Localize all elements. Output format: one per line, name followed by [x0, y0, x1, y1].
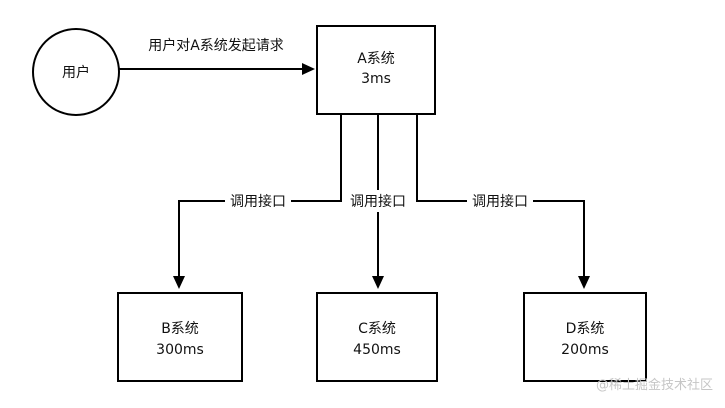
watermark-text: @稀土掘金技术社区 [596, 377, 713, 393]
system-d-node: D系统 200ms [523, 292, 647, 382]
user-node-circle [32, 28, 120, 116]
system-c-box [316, 292, 438, 382]
call-arrowhead-c [372, 276, 384, 289]
system-c-time: 450ms [353, 342, 401, 358]
system-b-node: B系统 300ms [117, 292, 243, 382]
call-label-b: 调用接口 [230, 193, 286, 210]
call-label-bg-c [345, 190, 411, 212]
request-arrow: 用户对A系统发起请求 [119, 37, 315, 75]
user-node: 用户 [32, 28, 120, 116]
call-label-bg-d [467, 190, 533, 212]
system-c-node: C系统 450ms [316, 292, 438, 382]
call-arrowhead-d [578, 276, 590, 289]
system-c-name: C系统 [358, 321, 396, 337]
system-a-time: 3ms [361, 71, 391, 87]
user-label: 用户 [62, 64, 90, 81]
request-arrowhead [302, 63, 315, 75]
call-label-bg-b [225, 190, 291, 212]
call-label-d: 调用接口 [472, 193, 528, 210]
system-d-box [523, 292, 647, 382]
call-label-c: 调用接口 [350, 193, 406, 210]
call-arrow-b: 调用接口 [173, 114, 342, 289]
call-arrow-d: 调用接口 [416, 114, 590, 289]
call-arrow-c: 调用接口 [345, 114, 411, 289]
call-arrowhead-b [173, 276, 185, 289]
request-label: 用户对A系统发起请求 [148, 37, 284, 54]
system-b-name: B系统 [161, 321, 199, 337]
system-a-box [316, 25, 436, 115]
system-d-name: D系统 [566, 321, 605, 337]
system-b-time: 300ms [156, 342, 204, 358]
system-a-node: A系统 3ms [316, 25, 436, 115]
system-d-time: 200ms [561, 342, 609, 358]
system-b-box [117, 292, 243, 382]
system-a-name: A系统 [357, 51, 395, 67]
